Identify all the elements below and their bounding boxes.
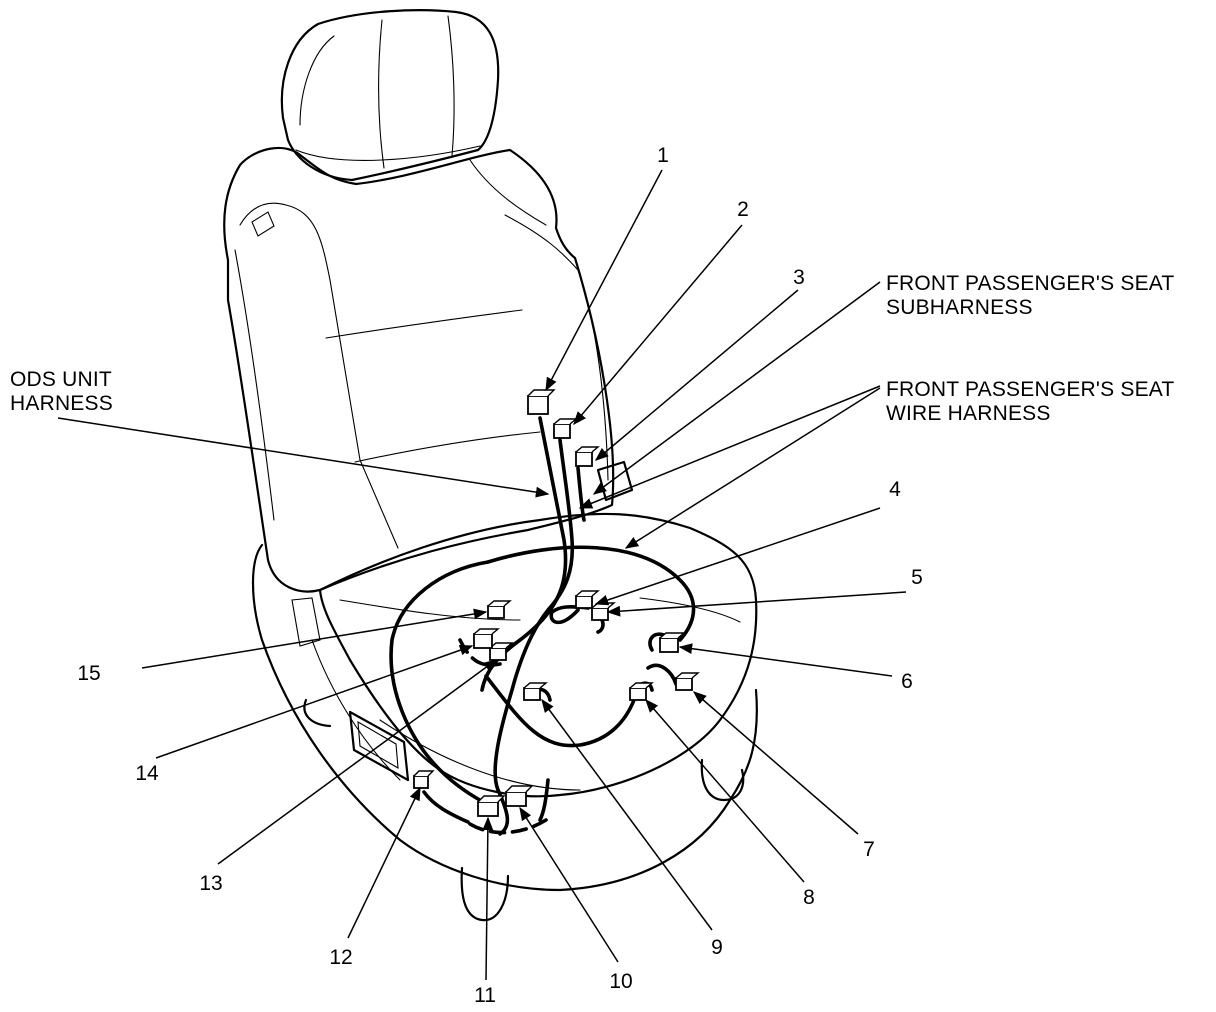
wire-harness-label-line1: FRONT PASSENGER'S SEAT	[886, 378, 1175, 401]
connector-6	[659, 632, 686, 653]
connector-15	[487, 600, 512, 619]
callout-9: 9	[711, 936, 723, 959]
ods-unit-harness-label: ODS UNIT HARNESS	[10, 368, 113, 416]
callout-4: 4	[889, 478, 901, 501]
seat-back	[223, 146, 634, 593]
connector-2	[553, 418, 578, 439]
callout-14: 14	[135, 762, 159, 785]
subharness-label: FRONT PASSENGER'S SEAT SUBHARNESS	[886, 272, 1174, 320]
connector-13	[489, 642, 514, 661]
connector-9	[523, 682, 548, 701]
wire-harness-label-line2: WIRE HARNESS	[886, 402, 1051, 425]
leader-lines	[57, 169, 907, 981]
ods-label-line2: HARNESS	[10, 392, 113, 415]
connector-14	[473, 628, 500, 649]
connector-10	[505, 785, 534, 807]
headrest	[280, 9, 500, 182]
callout-8: 8	[803, 886, 815, 909]
callout-2: 2	[737, 198, 749, 221]
callout-12: 12	[329, 946, 353, 969]
callout-5: 5	[911, 566, 923, 589]
callout-1: 1	[657, 144, 669, 167]
connector-12	[413, 770, 435, 789]
connectors	[413, 389, 700, 817]
seat-cushion	[251, 512, 758, 922]
connector-3	[575, 446, 600, 467]
callout-10: 10	[609, 970, 633, 993]
wire-harness-label: FRONT PASSENGER'S SEAT WIRE HARNESS	[886, 378, 1174, 426]
callout-11: 11	[474, 984, 496, 1007]
connector-11	[477, 795, 506, 817]
callout-7: 7	[863, 838, 875, 861]
callout-13: 13	[199, 872, 223, 895]
connector-1	[527, 389, 556, 415]
callout-3: 3	[793, 266, 805, 289]
subharness-label-line2: SUBHARNESS	[886, 296, 1033, 319]
connector-4	[575, 590, 600, 609]
ods-label-line1: ODS UNIT	[10, 368, 112, 391]
callout-6: 6	[901, 670, 913, 693]
callout-15: 15	[77, 662, 101, 685]
connector-7	[675, 672, 700, 691]
connector-8	[629, 682, 654, 701]
subharness-label-line1: FRONT PASSENGER'S SEAT	[886, 272, 1175, 295]
